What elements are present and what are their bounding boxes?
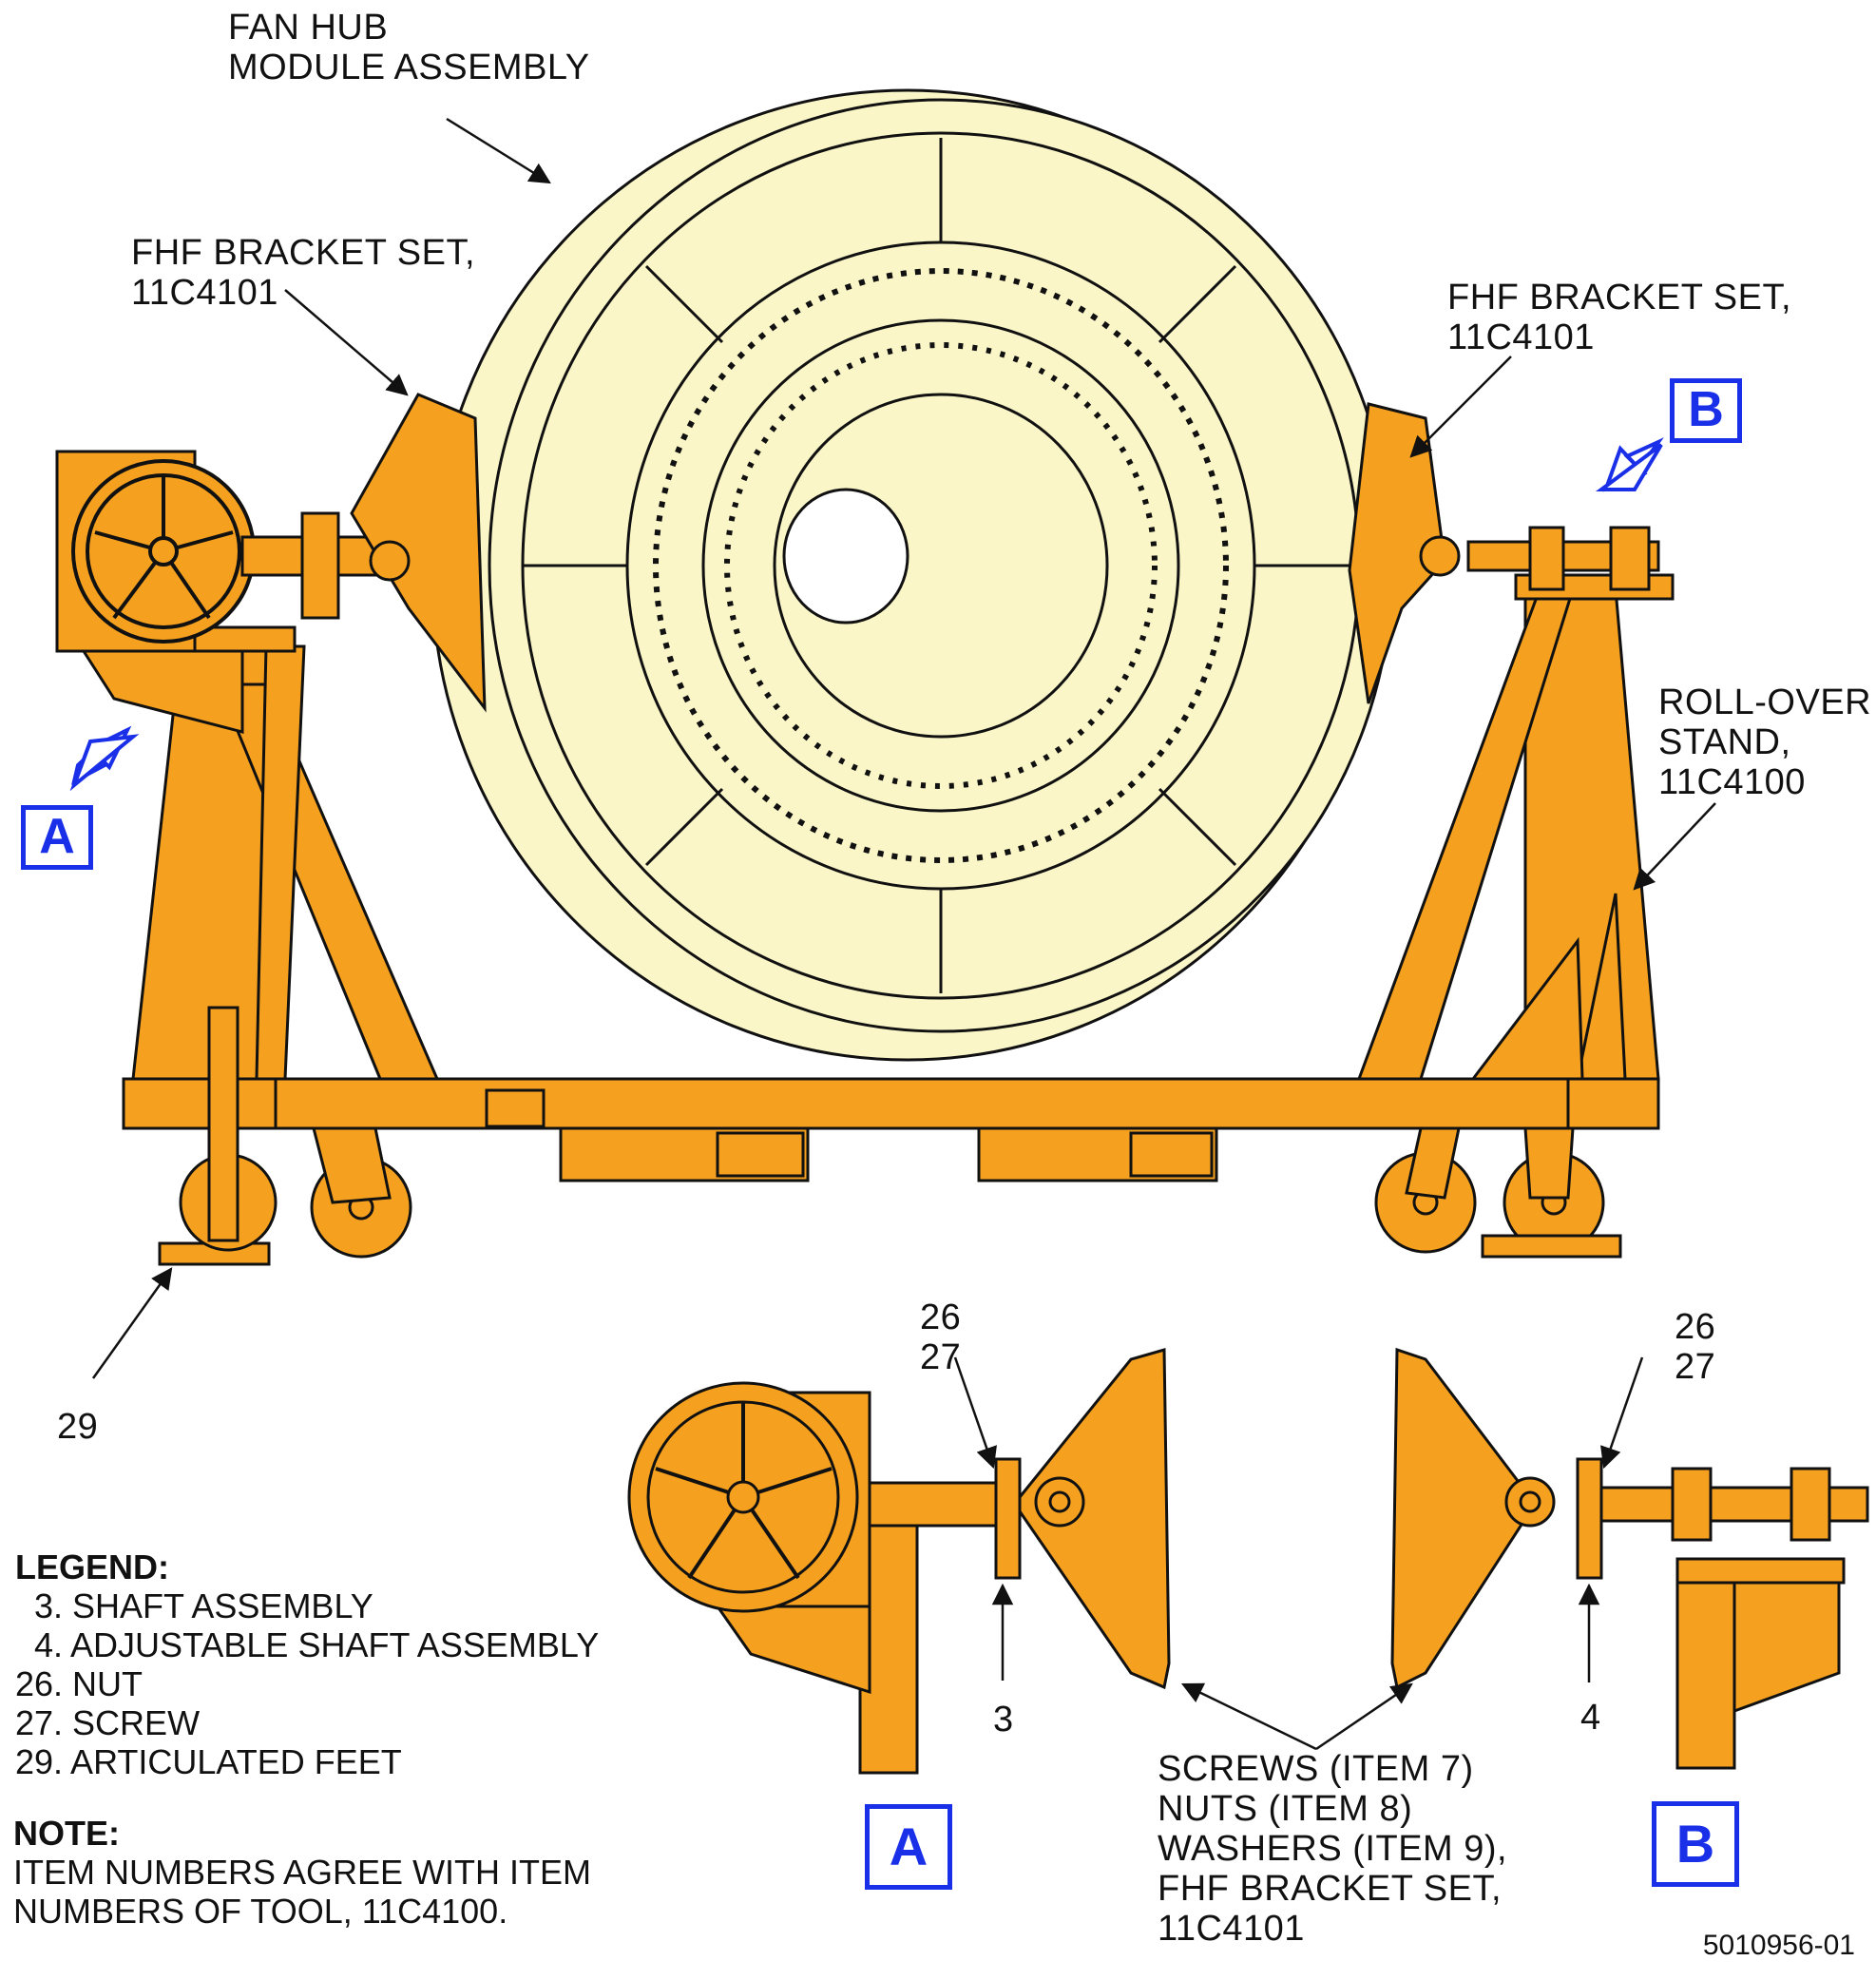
note-line: NUMBERS OF TOOL, 11C4100.: [13, 1892, 508, 1931]
legend-item: 29. ARTICULATED FEET: [15, 1742, 402, 1781]
view-marker-a-detail: A: [865, 1804, 952, 1890]
note-title: NOTE:: [13, 1814, 120, 1853]
fan-hub-module: [431, 88, 1394, 1062]
fhf-bracket-right: [1390, 1347, 1532, 1690]
label-roll-over-stand: ROLL-OVER STAND, 11C4100: [1658, 682, 1872, 802]
view-marker-b-detail: B: [1652, 1801, 1739, 1887]
legend-item: 26. NUT: [15, 1664, 144, 1703]
label-item-3: 3: [993, 1700, 1014, 1740]
legend-title: LEGEND:: [15, 1547, 169, 1586]
figure-number: 5010956-01: [1702, 1930, 1855, 1961]
leader-lines: [91, 117, 1716, 1751]
legend-list: 3. SHAFT ASSEMBLY 4. ADJUSTABLE SHAFT AS…: [15, 1586, 599, 1781]
label-fhf-bracket-right: FHF BRACKET SET, 11C4101: [1447, 278, 1792, 357]
label-items-26-27-right: 26 27: [1675, 1307, 1716, 1387]
legend-item: 27. SCREW: [15, 1703, 201, 1742]
hub-bore: [782, 488, 909, 625]
detail-b: [1390, 1347, 1869, 1770]
label-fan-hub: FAN HUB MODULE ASSEMBLY: [228, 8, 590, 87]
label-item-29: 29: [57, 1407, 99, 1447]
base-beam: [122, 1077, 1660, 1130]
roll-over-stand: [55, 450, 1675, 1266]
view-marker-b-top: B: [1670, 378, 1742, 443]
legend-item: 4. ADJUSTABLE SHAFT ASSEMBLY: [15, 1625, 600, 1664]
label-screws-nuts-washers: SCREWS (ITEM 7) NUTS (ITEM 8) WASHERS (I…: [1158, 1749, 1508, 1949]
note-line: ITEM NUMBERS AGREE WITH ITEM: [13, 1853, 592, 1892]
fhf-bracket-left: [1018, 1348, 1171, 1690]
view-arrow-b: [1595, 437, 1664, 492]
note: NOTE: ITEM NUMBERS AGREE WITH ITEM NUMBE…: [13, 1814, 591, 1931]
label-item-4: 4: [1580, 1698, 1601, 1738]
handwheel-top: [71, 459, 256, 644]
legend: LEGEND: 3. SHAFT ASSEMBLY 4. ADJUSTABLE …: [15, 1547, 599, 1781]
view-arrow-a: [69, 725, 140, 792]
label-items-26-27-left: 26 27: [920, 1298, 962, 1377]
legend-item: 3. SHAFT ASSEMBLY: [15, 1586, 373, 1625]
fhf-bracket-top: [350, 393, 1461, 713]
label-fhf-bracket-left: FHF BRACKET SET, 11C4101: [131, 233, 476, 313]
detail-a: [627, 1348, 1171, 1775]
view-marker-a-top: A: [21, 805, 93, 870]
